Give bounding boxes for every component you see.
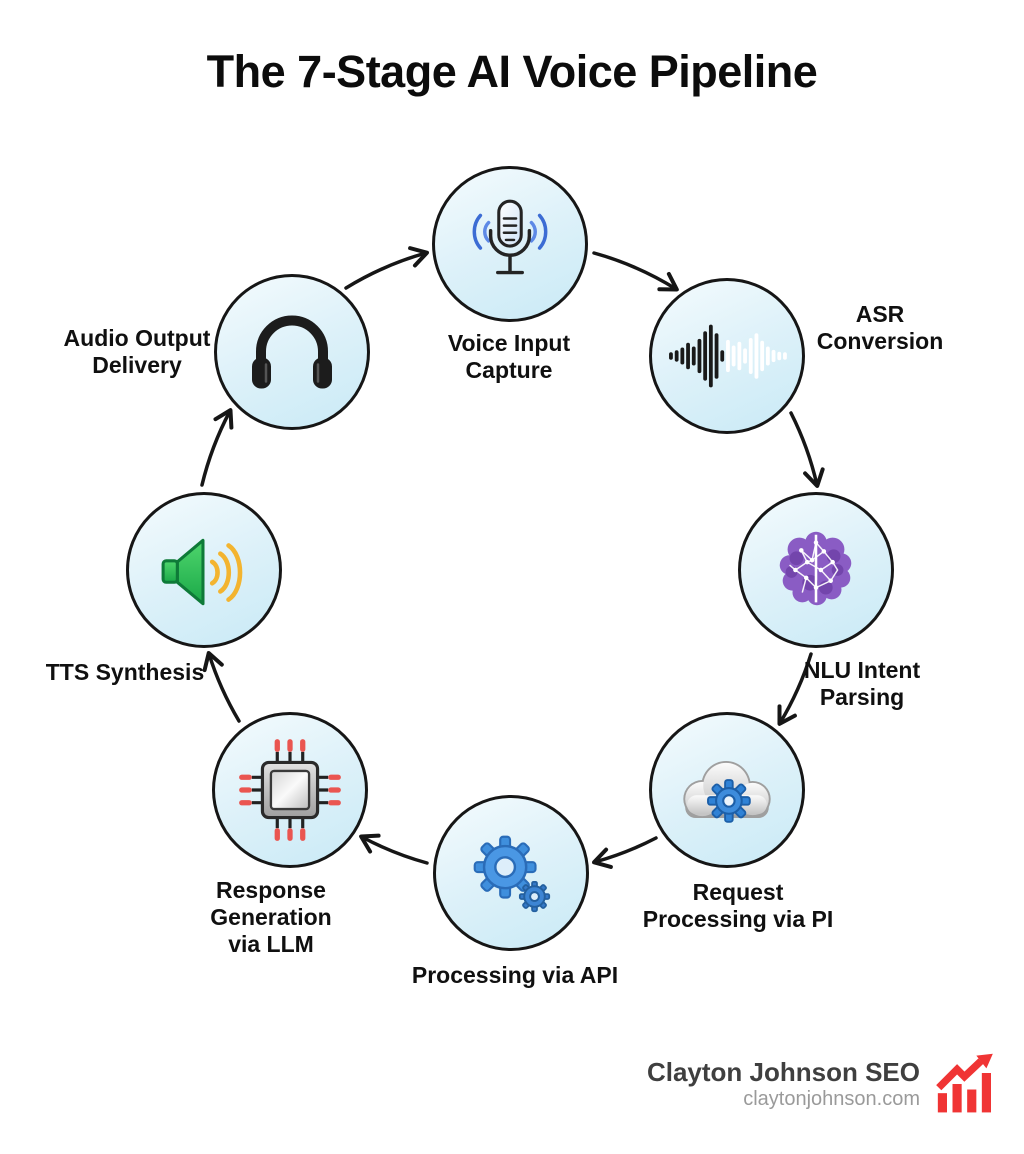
arrow-asr-to-nlu bbox=[789, 411, 825, 488]
stage-circle-voice-input-capture bbox=[432, 166, 588, 322]
stage-label-response-generation: Response Generation via LLM bbox=[210, 877, 332, 957]
arrow-tts-to-audio-output bbox=[200, 408, 234, 487]
brain-icon bbox=[779, 531, 852, 606]
stage-circle-response-generation bbox=[212, 712, 368, 868]
footer-text: Clayton Johnson SEO claytonjohnson.com bbox=[647, 1057, 920, 1111]
stage-label-asr-conversion: ASR Conversion bbox=[816, 301, 944, 354]
stage-circle-audio-output-delivery bbox=[214, 274, 370, 430]
stage-label-audio-output-delivery: Audio Output Delivery bbox=[63, 325, 211, 378]
stage-circle-nlu-intent-parsing bbox=[738, 492, 894, 648]
arrow-audio-output-to-voice-input bbox=[344, 246, 429, 290]
stage-circle-asr-conversion bbox=[649, 278, 805, 434]
cloud-gear-icon bbox=[683, 761, 771, 823]
stage-label-processing-via-api: Processing via API bbox=[411, 962, 619, 988]
stage-circle-tts-synthesis bbox=[126, 492, 282, 648]
audio-waveform-icon bbox=[669, 324, 787, 388]
arrow-voice-input-to-asr bbox=[592, 251, 679, 292]
headphones-icon bbox=[252, 315, 332, 389]
growth-chart-icon bbox=[936, 1053, 993, 1113]
brand-name: Clayton Johnson SEO bbox=[646, 1057, 920, 1087]
gears-icon bbox=[473, 835, 551, 913]
stage-label-request-processing: Request Processing via PI bbox=[642, 879, 834, 932]
stage-circle-request-processing bbox=[649, 712, 805, 868]
stage-circle-processing-via-api bbox=[433, 795, 589, 951]
arrow-api-to-response bbox=[359, 833, 429, 865]
stage-label-nlu-intent-parsing: NLU Intent Parsing bbox=[803, 657, 921, 710]
cpu-chip-icon bbox=[239, 739, 341, 841]
microphone-icon bbox=[472, 199, 548, 275]
brand-website: claytonjohnson.com bbox=[743, 1088, 920, 1110]
speaker-icon bbox=[161, 538, 243, 606]
footer-brand-block: Clayton Johnson SEO claytonjohnson.com bbox=[647, 1053, 1002, 1115]
stage-label-voice-input-capture: Voice Input Capture bbox=[447, 330, 571, 383]
stage-label-tts-synthesis: TTS Synthesis bbox=[45, 659, 205, 685]
arrow-request-to-api bbox=[592, 836, 658, 869]
page-title: The 7-Stage AI Voice Pipeline bbox=[206, 46, 818, 97]
